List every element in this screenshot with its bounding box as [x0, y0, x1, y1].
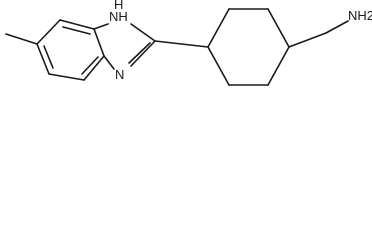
bond	[267, 8, 290, 48]
nh-label: NH	[109, 9, 128, 24]
bond	[36, 43, 50, 75]
bond	[59, 19, 95, 30]
amine-label: NH2	[348, 8, 372, 23]
cyclohexane-ring	[207, 8, 290, 86]
chemical-structure-diagram: NH H N NH2	[5, 0, 372, 86]
amine-bond	[325, 20, 349, 34]
bond	[93, 28, 105, 57]
methyl-bond	[5, 33, 38, 45]
structure-canvas: NH H N NH2	[0, 0, 372, 96]
n-label: N	[115, 67, 124, 82]
double-bond-inner	[128, 42, 151, 64]
bond	[48, 73, 85, 81]
bond	[207, 46, 230, 86]
double-bond-inner	[81, 56, 99, 75]
ring-link-bond	[154, 40, 209, 48]
imidazole-ring	[93, 23, 156, 70]
bond	[130, 23, 156, 42]
bond	[130, 40, 156, 67]
bond	[36, 19, 61, 45]
bond	[207, 8, 230, 48]
methylene-bond	[288, 32, 327, 48]
bond	[93, 23, 109, 30]
bond	[103, 55, 115, 70]
bond	[83, 55, 105, 81]
double-bond-inner	[62, 26, 91, 35]
bond	[267, 46, 290, 86]
double-bond-inner	[43, 45, 54, 69]
h-label: H	[114, 0, 123, 12]
benzene-ring	[36, 19, 105, 81]
